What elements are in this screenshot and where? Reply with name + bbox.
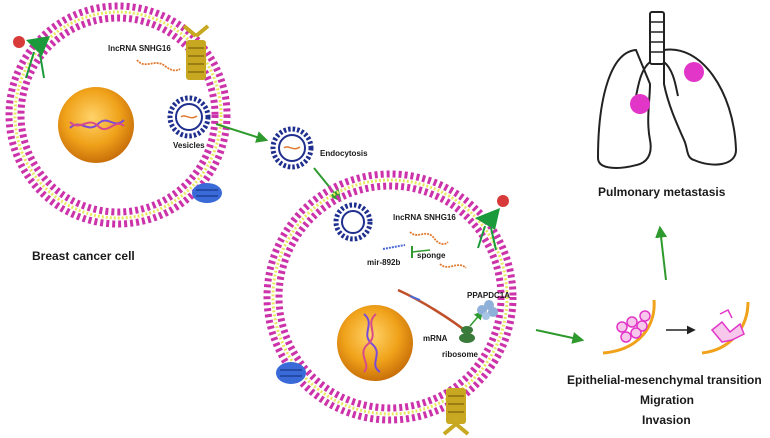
metastasis-dot-left [630, 94, 650, 114]
label-mrna: mRNA [423, 334, 448, 343]
ribosome-icon [459, 326, 475, 343]
vesicle-endocytosis [270, 126, 314, 170]
label-vesicles: Vesicles [173, 141, 205, 150]
dna-icon-2 [363, 313, 381, 373]
cell-2-nucleus [337, 305, 413, 381]
lungs-icon [596, 11, 738, 169]
arrow-to-metastasis [655, 225, 668, 281]
mesenchymal-cluster-icon [701, 301, 750, 355]
cell-1: lncRNA SNHG16 Vesicles Breast cancer cel… [5, 2, 231, 263]
lncrna-strand-3 [439, 263, 467, 269]
arrow-transfer [215, 123, 269, 143]
gold-receptor-icon [182, 24, 210, 80]
label-emt: Epithelial-mesenchymal transition [567, 373, 762, 387]
label-breast-cancer-cell: Breast cancer cell [32, 249, 135, 263]
arrow-to-emt [535, 329, 585, 344]
label-invasion: Invasion [642, 413, 691, 427]
gold-receptor-icon-2 [442, 388, 470, 436]
label-mir: mir-892b [367, 258, 400, 267]
cell-2-membrane [263, 170, 517, 424]
lncrna-strand-1 [136, 59, 181, 72]
vesicle-2 [333, 202, 373, 242]
cell-1-nucleus [58, 87, 134, 163]
epithelial-cluster-icon [602, 299, 656, 355]
vesicle-1 [167, 95, 211, 139]
metastasis-dot-right [684, 62, 704, 82]
cell-2: lncRNA SNHG16 mir-892b sponge PPAPDC1A m… [263, 170, 517, 436]
label-ribosome: ribosome [442, 350, 479, 359]
cell-1-membrane [5, 2, 231, 228]
green-receptor-icon [13, 36, 50, 79]
label-lncrna-1: lncRNA SNHG16 [108, 44, 171, 53]
protein-icon [477, 300, 498, 320]
label-endocytosis: Endocytosis [320, 149, 368, 158]
arrow-endocytosis-in [313, 167, 342, 202]
lncrna-strand-2 [409, 231, 449, 245]
label-ppapdc1a: PPAPDC1A [467, 291, 510, 300]
green-receptor-icon-2 [475, 195, 509, 251]
label-lncrna-2: lncRNA SNHG16 [393, 213, 456, 222]
label-pulmonary-metastasis: Pulmonary metastasis [598, 185, 726, 199]
mir-strand [382, 244, 406, 250]
blue-channel-icon-2 [276, 362, 306, 384]
label-migration: Migration [640, 393, 694, 407]
label-sponge: sponge [417, 251, 446, 260]
blue-channel-icon [192, 183, 222, 203]
sponge-inhibit [411, 249, 431, 253]
